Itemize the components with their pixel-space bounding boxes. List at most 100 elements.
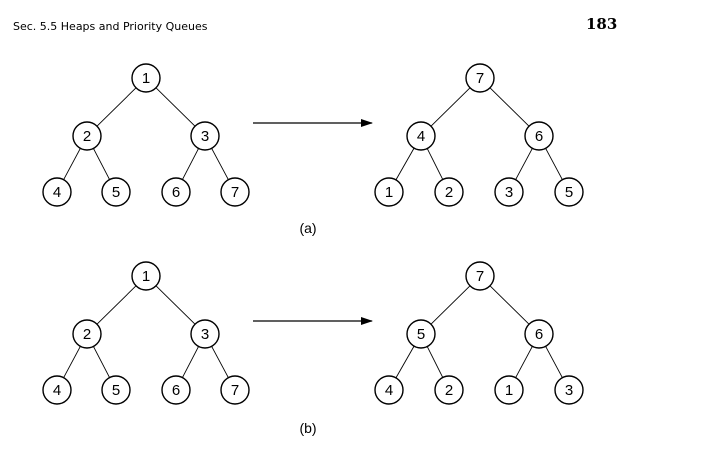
tree-node: 4 (374, 375, 404, 405)
node-circle (161, 177, 191, 207)
node-label: 4 (417, 128, 425, 145)
running-header-section: Sec. 5.5 Heaps and Priority Queues (13, 20, 208, 33)
tree-edge (93, 148, 110, 180)
tree-node: 5 (101, 375, 131, 405)
tree-edge (155, 285, 196, 325)
node-label: 6 (172, 184, 180, 201)
node-circle (101, 375, 131, 405)
node-circle (374, 375, 404, 405)
tree-edge (211, 346, 229, 378)
node-label: 1 (505, 382, 513, 399)
node-circle (434, 375, 464, 405)
node-label: 2 (83, 326, 91, 343)
tree-node: 6 (161, 375, 191, 405)
tree-edge (426, 148, 444, 180)
tree-node: 4 (406, 121, 436, 151)
tree-node: 4 (42, 177, 72, 207)
tree-node: 6 (161, 177, 191, 207)
tree-node: 7 (465, 63, 495, 93)
node-circle (465, 63, 495, 93)
tree-node: 3 (190, 319, 220, 349)
tree-edge (395, 147, 415, 181)
tree-edge (426, 346, 444, 378)
tree-edge (182, 346, 199, 378)
node-circle (434, 177, 464, 207)
after-tree-0: 7 4 6 1 2 3 5 (374, 63, 584, 207)
node-label: 6 (535, 326, 543, 343)
tree-edge (96, 285, 137, 325)
node-circle (220, 375, 250, 405)
subfigure-caption: (b) (299, 420, 316, 436)
tree-edge (211, 148, 229, 180)
node-circle (220, 177, 250, 207)
tree-node: 1 (131, 63, 161, 93)
node-circle (42, 375, 72, 405)
node-label: 7 (476, 268, 484, 285)
tree-edge (515, 148, 533, 180)
node-circle (494, 177, 524, 207)
tree-edge (489, 285, 530, 325)
tree-node: 2 (72, 319, 102, 349)
tree-node: 2 (434, 375, 464, 405)
tree-node: 1 (131, 261, 161, 291)
tree-node: 4 (42, 375, 72, 405)
node-label: 7 (231, 184, 239, 201)
node-label: 4 (53, 382, 61, 399)
tree-edge (93, 346, 110, 378)
tree-edge (395, 345, 415, 379)
node-circle (131, 261, 161, 291)
node-label: 5 (565, 184, 573, 201)
node-circle (465, 261, 495, 291)
node-label: 1 (142, 70, 150, 87)
node-label: 3 (201, 326, 209, 343)
node-label: 3 (565, 382, 573, 399)
node-circle (72, 121, 102, 151)
node-label: 6 (535, 128, 543, 145)
node-circle (190, 121, 220, 151)
tree-node: 1 (494, 375, 524, 405)
tree-edge (155, 87, 196, 127)
node-circle (406, 319, 436, 349)
tree-node: 3 (554, 375, 584, 405)
tree-node: 3 (494, 177, 524, 207)
node-circle (524, 121, 554, 151)
node-circle (374, 177, 404, 207)
tree-node: 2 (72, 121, 102, 151)
node-label: 1 (142, 268, 150, 285)
tree-edge (63, 148, 81, 180)
tree-node: 1 (374, 177, 404, 207)
tree-edge (545, 148, 563, 180)
page-number: 183 (586, 15, 618, 33)
node-circle (161, 375, 191, 405)
node-label: 2 (445, 382, 453, 399)
node-circle (131, 63, 161, 93)
tree-node: 2 (434, 177, 464, 207)
tree-node: 6 (524, 319, 554, 349)
node-circle (101, 177, 131, 207)
tree-node: 5 (101, 177, 131, 207)
tree-node: 7 (465, 261, 495, 291)
tree-edge (63, 346, 81, 378)
tree-edge (489, 87, 530, 127)
node-circle (554, 177, 584, 207)
subfigure-caption: (a) (299, 220, 316, 236)
tree-edge (182, 148, 199, 180)
tree-node: 6 (524, 121, 554, 151)
tree-node: 5 (554, 177, 584, 207)
node-label: 7 (231, 382, 239, 399)
node-circle (554, 375, 584, 405)
node-circle (72, 319, 102, 349)
tree-node: 7 (220, 375, 250, 405)
tree-node: 7 (220, 177, 250, 207)
tree-node: 3 (190, 121, 220, 151)
node-label: 5 (417, 326, 425, 343)
tree-edge (515, 346, 533, 378)
node-label: 2 (83, 128, 91, 145)
node-label: 2 (445, 184, 453, 201)
node-label: 6 (172, 382, 180, 399)
after-tree-1: 7 5 6 4 2 1 3 (374, 261, 584, 405)
tree-edge (430, 285, 471, 325)
node-circle (406, 121, 436, 151)
